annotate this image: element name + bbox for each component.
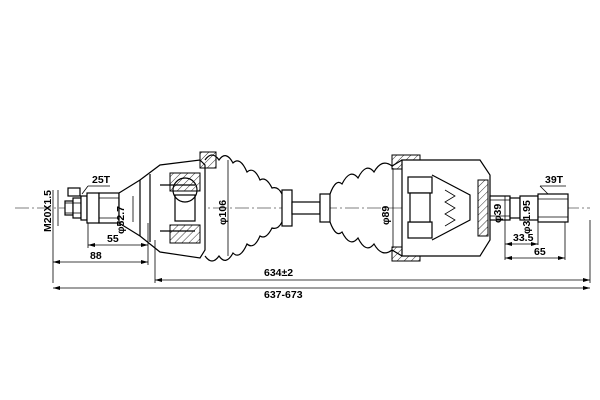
length-33-5-label: 33.5	[513, 232, 534, 244]
dia-inner-joint-label: φ39	[492, 204, 504, 223]
thread-label: M20X1.5	[42, 190, 54, 232]
overall-nominal-label: 634±2	[264, 267, 293, 279]
dia-inner-boot-label: φ89	[380, 206, 392, 225]
spline-right-label: 39T	[545, 174, 564, 186]
left-thread-stub	[64, 187, 120, 224]
right-stub	[489, 193, 569, 223]
spline-left-label: 25T	[92, 174, 111, 186]
length-65-label: 65	[534, 246, 546, 258]
outer-cv-joint	[118, 151, 217, 259]
length-88-label: 88	[90, 250, 102, 262]
inner-tripod-joint	[391, 154, 491, 262]
dia-right-stem-label: φ31.95	[521, 200, 533, 234]
dia-left-stem-label: φ52.7	[115, 206, 127, 234]
overall-range-label: 637-673	[264, 289, 303, 301]
dimension-lines	[52, 160, 591, 290]
dia-outer-joint-label: φ106	[217, 200, 229, 225]
length-55-label: 55	[107, 233, 119, 245]
inner-boot	[329, 159, 403, 257]
central-shaft	[291, 193, 331, 223]
